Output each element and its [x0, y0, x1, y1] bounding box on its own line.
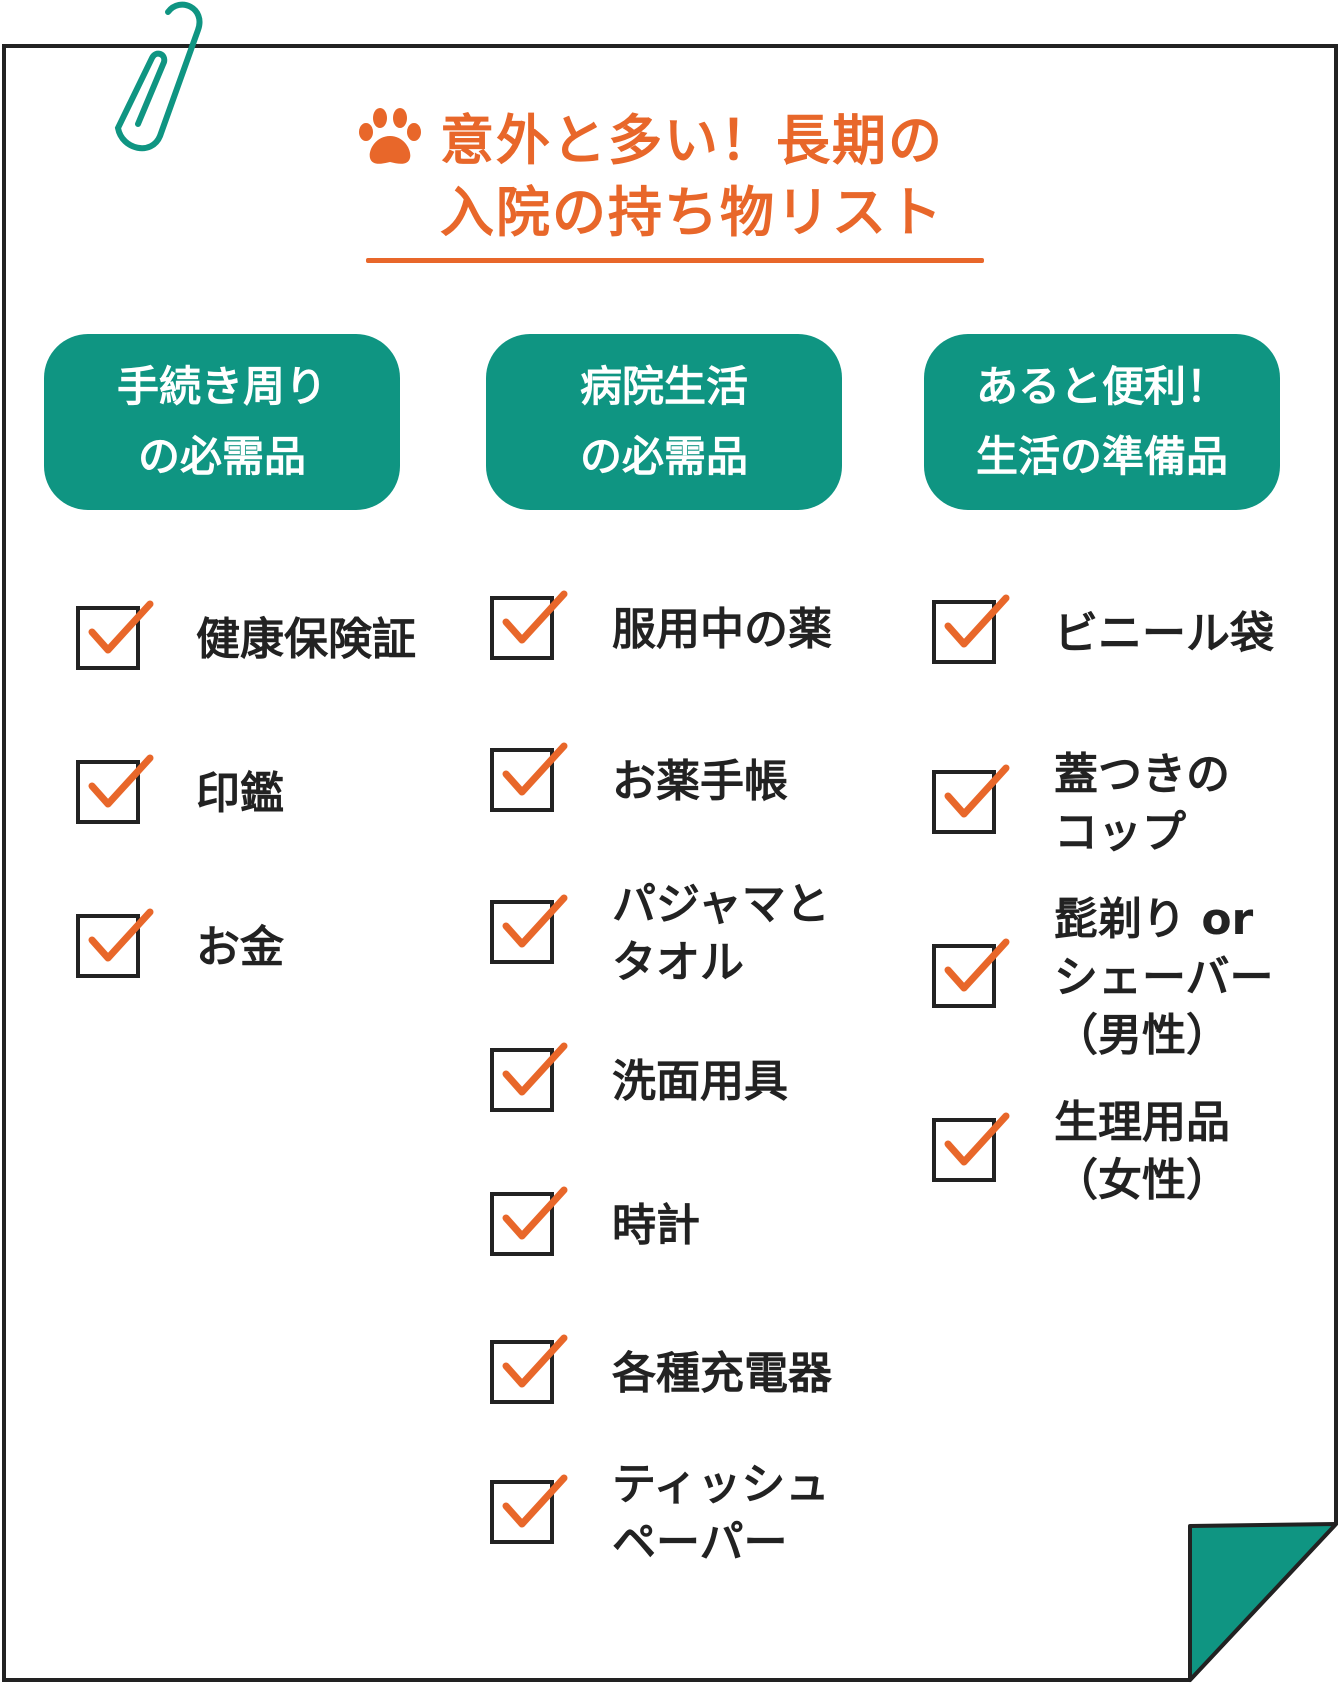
checkbox[interactable] — [490, 1340, 554, 1404]
checklist-item-label: お薬手帳 — [612, 753, 788, 811]
check-icon — [502, 1042, 568, 1096]
checklist-item-label: 健康保険証 — [196, 611, 416, 669]
check-icon — [944, 764, 1010, 818]
checklist-item-line: ビニール袋 — [1054, 608, 1274, 659]
checklist-item-line: 服用中の薬 — [612, 604, 832, 655]
checklist-item-line: パジャマと — [612, 879, 830, 930]
checklist-item-line: お薬手帳 — [612, 756, 788, 807]
checklist-item-label: 服用中の薬 — [612, 601, 832, 659]
check-icon — [502, 1334, 568, 1388]
title-line-1: 意外と多い！長期の — [440, 109, 944, 172]
category-hospital-life-line1: 病院生活 — [579, 362, 748, 411]
checklist-item-label: 髭剃り or シェーバー （男性） — [1054, 891, 1274, 1065]
title-line-2: 入院の持ち物リスト — [440, 181, 944, 244]
category-convenient-line2: 生活の準備品 — [975, 432, 1228, 481]
checklist-item-line: （男性） — [1054, 1010, 1230, 1061]
check-icon — [502, 742, 568, 796]
checkbox[interactable] — [76, 914, 140, 978]
checklist-item-line: お金 — [196, 922, 284, 973]
checklist-item-line: 洗面用具 — [612, 1056, 788, 1107]
checkbox[interactable] — [490, 1192, 554, 1256]
check-icon — [88, 754, 154, 808]
checklist-item-label: お金 — [196, 919, 284, 977]
category-convenient-line1: あると便利！ — [975, 362, 1228, 411]
checkbox[interactable] — [932, 770, 996, 834]
category-convenient: あると便利！ 生活の準備品 — [924, 334, 1280, 510]
checklist-item-label: ティッシュペーパー — [612, 1456, 829, 1572]
checklist-item-line: 各種充電器 — [612, 1348, 832, 1399]
checkbox[interactable] — [932, 600, 996, 664]
checklist-item-line: 蓋つきの — [1054, 749, 1230, 800]
page-title: 意外と多い！長期の 入院の持ち物リスト — [440, 105, 1000, 249]
category-paperwork: 手続き周り の必需品 — [44, 334, 400, 510]
check-icon — [502, 1186, 568, 1240]
checkbox[interactable] — [490, 596, 554, 660]
check-icon — [88, 600, 154, 654]
check-icon — [944, 594, 1010, 648]
category-hospital-life-line2: の必需品 — [579, 432, 748, 481]
check-icon — [502, 590, 568, 644]
checkbox[interactable] — [76, 606, 140, 670]
checkbox[interactable] — [490, 1480, 554, 1544]
checklist-item-line: ティッシュ — [612, 1459, 830, 1510]
category-paperwork-line2: の必需品 — [137, 432, 306, 481]
checklist-item-label: 印鑑 — [196, 765, 284, 823]
checklist-item-line: ペーパー — [612, 1517, 788, 1568]
checklist-item-label: 洗面用具 — [612, 1053, 788, 1111]
category-hospital-life: 病院生活 の必需品 — [486, 334, 842, 510]
checklist-item-label: 各種充電器 — [612, 1345, 832, 1403]
checklist-item-line: シェーバー — [1054, 952, 1274, 1003]
checkbox[interactable] — [490, 900, 554, 964]
checklist-item-line: 健康保険証 — [196, 614, 416, 665]
checklist-item-line: 生理用品 — [1054, 1097, 1230, 1148]
checkbox[interactable] — [490, 1048, 554, 1112]
paw-icon — [359, 108, 421, 164]
checklist-item-line: 印鑑 — [196, 768, 284, 819]
folded-corner — [1188, 1522, 1338, 1682]
check-icon — [502, 894, 568, 948]
checkbox[interactable] — [932, 1118, 996, 1182]
checklist-item-label: 生理用品 （女性） — [1054, 1094, 1230, 1210]
check-icon — [502, 1474, 568, 1528]
checklist-item-line: （女性） — [1054, 1155, 1230, 1206]
check-icon — [944, 1112, 1010, 1166]
category-paperwork-line1: 手続き周り — [116, 362, 327, 411]
title-underline — [366, 258, 984, 263]
check-icon — [944, 938, 1010, 992]
checklist-item-line: 時計 — [612, 1200, 700, 1251]
checklist-item-line: コップ — [1054, 807, 1186, 858]
check-icon — [88, 908, 154, 962]
paperclip-icon — [114, 1, 203, 152]
checkbox[interactable] — [76, 760, 140, 824]
checklist-item-label: ビニール袋 — [1054, 605, 1274, 663]
checklist-item-line: タオル — [612, 937, 744, 988]
checklist-item-label: 蓋つきのコップ — [1054, 746, 1230, 862]
checkbox[interactable] — [490, 748, 554, 812]
checklist-item-label: パジャマとタオル — [612, 876, 830, 992]
checkbox[interactable] — [932, 944, 996, 1008]
checklist-item-line: 髭剃り or — [1054, 894, 1254, 945]
checklist-item-label: 時計 — [612, 1197, 700, 1255]
